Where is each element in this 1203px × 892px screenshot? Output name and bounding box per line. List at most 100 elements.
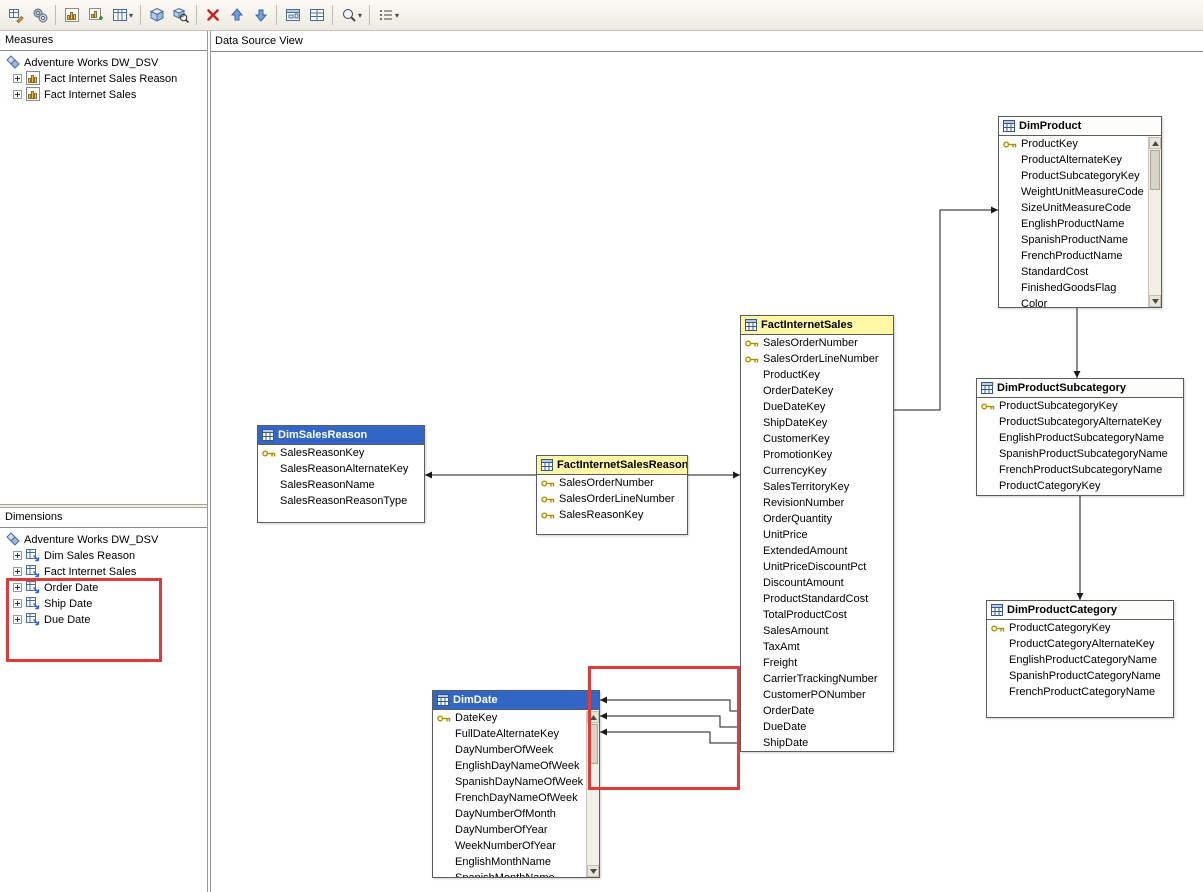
field-productkey[interactable]: ProductKey [741,367,893,383]
field-discountamount[interactable]: DiscountAmount [741,575,893,591]
scroll-down-icon[interactable] [587,865,599,877]
field-frenchproductname[interactable]: FrenchProductName [999,248,1148,264]
field-spanishproductname[interactable]: SpanishProductName [999,232,1148,248]
field-englishproductcategoryname[interactable]: EnglishProductCategoryName [987,652,1173,668]
expand-plus-icon[interactable] [13,614,22,624]
scroll-thumb[interactable] [588,724,598,764]
field-frenchproductcategoryname[interactable]: FrenchProductCategoryName [987,684,1173,700]
scroll-down-icon[interactable] [1149,295,1161,307]
field-salesreasonalternatekey[interactable]: SalesReasonAlternateKey [258,461,424,477]
table-header[interactable]: DimProduct [999,117,1161,136]
field-productsubcategorykey[interactable]: ProductSubcategoryKey [977,398,1183,414]
field-salesreasonname[interactable]: SalesReasonName [258,477,424,493]
field-finishedgoodsflag[interactable]: FinishedGoodsFlag [999,280,1148,296]
field-frenchdaynameofweek[interactable]: FrenchDayNameOfWeek [433,790,586,806]
field-daynumberofyear[interactable]: DayNumberOfYear [433,822,586,838]
field-color[interactable]: Color [999,296,1148,307]
tree-root-adventure-works-dw-dsv[interactable]: Adventure Works DW_DSV [2,54,205,70]
field-frenchproductsubcategoryname[interactable]: FrenchProductSubcategoryName [977,462,1183,478]
expand-plus-icon[interactable] [13,566,22,576]
tree-item-dim-sales-reason[interactable]: Dim Sales Reason [2,547,205,563]
field-salesreasonkey[interactable]: SalesReasonKey [537,507,687,523]
field-freight[interactable]: Freight [741,655,893,671]
tree-item-fact-internet-sales[interactable]: Fact Internet Sales [2,86,205,102]
field-unitpricediscountpct[interactable]: UnitPriceDiscountPct [741,559,893,575]
field-salesorderlinenumber[interactable]: SalesOrderLineNumber [537,491,687,507]
new-measure-button[interactable] [60,4,83,27]
field-customerponumber[interactable]: CustomerPONumber [741,687,893,703]
tree-item-ship-date[interactable]: Ship Date [2,595,205,611]
field-salesordernumber[interactable]: SalesOrderNumber [741,335,893,351]
scroll-up-icon[interactable] [587,711,599,723]
field-spanishmonthname[interactable]: SpanishMonthName [433,870,586,877]
field-salesreasonkey[interactable]: SalesReasonKey [258,445,424,461]
field-customerkey[interactable]: CustomerKey [741,431,893,447]
scroll-up-icon[interactable] [1149,137,1161,149]
table-header[interactable]: FactInternetSales [741,316,893,335]
field-unitprice[interactable]: UnitPrice [741,527,893,543]
show-grid-button[interactable] [305,4,328,27]
expand-plus-icon[interactable] [13,73,22,83]
scroll-thumb[interactable] [1150,150,1160,190]
move-up-button[interactable] [225,4,248,27]
table-header[interactable]: DimProductCategory [987,601,1173,620]
field-daynumberofmonth[interactable]: DayNumberOfMonth [433,806,586,822]
new-measure-group-button[interactable] [84,4,107,27]
design-button[interactable] [4,4,27,27]
expand-plus-icon[interactable] [13,598,22,608]
field-salesterritorykey[interactable]: SalesTerritoryKey [741,479,893,495]
field-englishproductsubcategoryname[interactable]: EnglishProductSubcategoryName [977,430,1183,446]
field-englishdaynameofweek[interactable]: EnglishDayNameOfWeek [433,758,586,774]
field-promotionkey[interactable]: PromotionKey [741,447,893,463]
field-productsubcategoryalternatekey[interactable]: ProductSubcategoryAlternateKey [977,414,1183,430]
delete-button[interactable] [201,4,224,27]
table-header[interactable]: DimSalesReason [258,426,424,445]
add-cube-object-button[interactable] [145,4,168,27]
field-currencykey[interactable]: CurrencyKey [741,463,893,479]
tree-root-adventure-works-dw-dsv[interactable]: Adventure Works DW_DSV [2,531,205,547]
field-revisionnumber[interactable]: RevisionNumber [741,495,893,511]
tree-item-due-date[interactable]: Due Date [2,611,205,627]
field-salesreasonreasontype[interactable]: SalesReasonReasonType [258,493,424,509]
field-daynumberofweek[interactable]: DayNumberOfWeek [433,742,586,758]
vertical-scrollbar[interactable] [1148,137,1161,307]
layout-button[interactable]: ▾ [374,4,402,27]
field-orderquantity[interactable]: OrderQuantity [741,511,893,527]
relationship-connector[interactable] [600,699,740,712]
dropdown-caret-icon[interactable]: ▾ [129,10,134,20]
field-englishproductname[interactable]: EnglishProductName [999,216,1148,232]
table-header[interactable]: FactInternetSalesReason [537,456,687,475]
field-taxamt[interactable]: TaxAmt [741,639,893,655]
relationship-connector[interactable] [600,731,740,744]
field-duedate[interactable]: DueDate [741,719,893,735]
field-spanishproductcategoryname[interactable]: SpanishProductCategoryName [987,668,1173,684]
dropdown-caret-icon[interactable]: ▾ [395,10,400,20]
field-weightunitmeasurecode[interactable]: WeightUnitMeasureCode [999,184,1148,200]
field-spanishdaynameofweek[interactable]: SpanishDayNameOfWeek [433,774,586,790]
tree-item-fact-internet-sales-reason[interactable]: Fact Internet Sales Reason [2,70,205,86]
field-productcategorykey[interactable]: ProductCategoryKey [977,478,1183,494]
field-productkey[interactable]: ProductKey [999,136,1148,152]
table-header[interactable]: DimDate [433,691,599,710]
zoom-button[interactable]: ▾ [337,4,365,27]
field-englishmonthname[interactable]: EnglishMonthName [433,854,586,870]
field-productalternatekey[interactable]: ProductAlternateKey [999,152,1148,168]
field-extendedamount[interactable]: ExtendedAmount [741,543,893,559]
field-carriertrackingnumber[interactable]: CarrierTrackingNumber [741,671,893,687]
field-weeknumberofyear[interactable]: WeekNumberOfYear [433,838,586,854]
field-spanishproductsubcategoryname[interactable]: SpanishProductSubcategoryName [977,446,1183,462]
views-button[interactable]: ▾ [108,4,136,27]
show-diagram-button[interactable] [281,4,304,27]
expand-plus-icon[interactable] [13,550,22,560]
field-orderdatekey[interactable]: OrderDateKey [741,383,893,399]
field-totalproductcost[interactable]: TotalProductCost [741,607,893,623]
field-productcategorykey[interactable]: ProductCategoryKey [987,620,1173,636]
process-button[interactable] [28,4,51,27]
